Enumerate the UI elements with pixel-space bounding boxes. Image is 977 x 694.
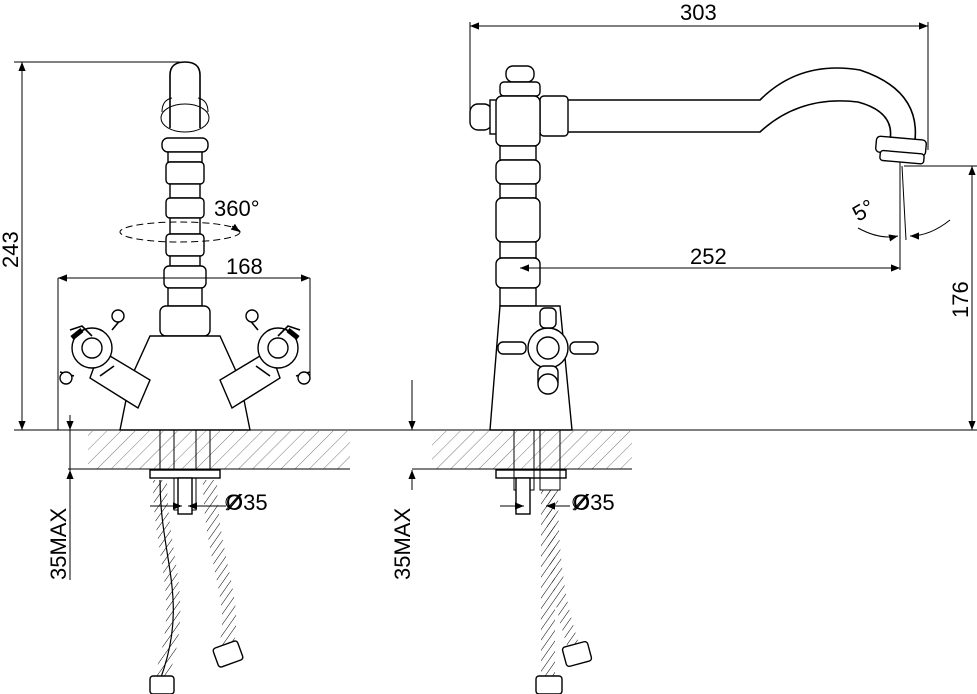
left-handle: [59, 309, 151, 410]
dim-243: 243: [0, 231, 23, 268]
dim-303: 303: [680, 0, 717, 25]
side-view: [469, 65, 927, 694]
dim-35max-right: 35MAX: [390, 508, 415, 580]
dim-diameter-left: Ø35: [226, 490, 268, 515]
right-handle: [219, 309, 311, 410]
dim-360: 360°: [214, 196, 260, 221]
side-view-dimensions: [408, 22, 977, 511]
dim-35max-left: 35MAX: [46, 508, 71, 580]
dim-176: 176: [948, 281, 973, 318]
dim-diameter-right: Ø35: [573, 490, 615, 515]
dim-252: 252: [690, 244, 727, 269]
front-view: [59, 61, 311, 694]
countertop: [14, 429, 977, 470]
side-handle: [497, 307, 599, 395]
front-view-dimensions: [14, 61, 311, 580]
dim-168: 168: [226, 254, 263, 279]
dim-5-degree: 5°: [848, 194, 879, 226]
